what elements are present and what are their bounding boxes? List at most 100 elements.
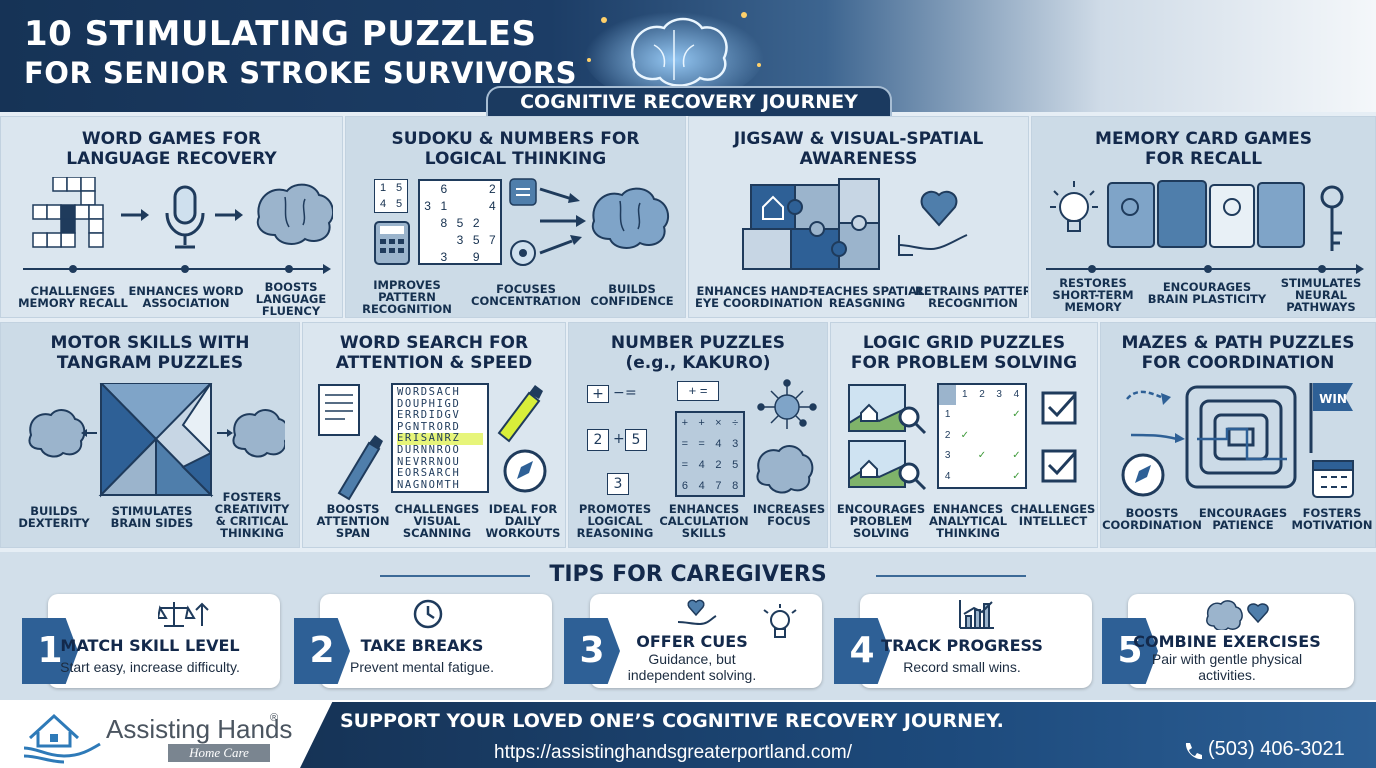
picture-illustration: [848, 384, 927, 491]
kakuro-top-clue: + =: [677, 381, 719, 401]
checkbox-illustration: [1041, 391, 1077, 483]
tip-number: 4: [834, 618, 890, 684]
panel-title: NUMBER PUZZLES(e.g., KAKURO): [610, 333, 786, 373]
tip-number: 1: [22, 618, 78, 684]
picture-icon: [848, 384, 906, 432]
word-search-right-illustration: [497, 385, 547, 493]
tip-card-5: 5 COMBINE EXERCISES Pair with gentle phy…: [1102, 594, 1364, 688]
tip-number: 5: [1102, 618, 1158, 684]
maze-illustration: [1121, 383, 1354, 498]
calendar-icon: [1312, 460, 1354, 498]
flag-icon: [1309, 383, 1353, 453]
caption-enhances-hand-eye: ENHANCES HAND-EYE COORDINATION: [695, 284, 823, 310]
kakuro-equation-symbols: + − = 2 + 5 3: [583, 385, 647, 497]
document-icon: [318, 384, 360, 436]
tip-text: Prevent mental fatigue.: [350, 659, 494, 675]
page-title-line-2: FOR SENIOR STROKE SURVIVORS: [24, 56, 578, 90]
tips-divider-left: [380, 575, 530, 577]
tip-text-line-1: Guidance, but: [648, 651, 736, 667]
tip-number: 2: [294, 618, 350, 684]
lightbulb-icon: [1050, 181, 1098, 232]
logo-subtitle: Home Care: [168, 744, 270, 762]
maze-icon: [1185, 385, 1297, 489]
tip-text-line-1: Pair with gentle physical: [1151, 651, 1303, 667]
magnifier-icon: [898, 406, 927, 491]
crossword-icon: [32, 177, 104, 248]
tip-card-4: 4 TRACK PROGRESS Record small wins.: [834, 594, 1096, 688]
sudoku-right-illustration: [509, 178, 670, 266]
highlighter-icon: [337, 435, 383, 501]
jigsaw-illustration: [742, 178, 968, 270]
footer-phone-link[interactable]: (503) 406-3021: [1208, 738, 1345, 760]
tip-card-2: 2 TAKE BREAKS Prevent mental fatigue.: [294, 594, 556, 688]
kakuro-right-illustration: [756, 379, 817, 494]
hand-heart-icon: [677, 599, 717, 626]
tip-card-3: 3 OFFER CUES Guidance, but independent s…: [564, 594, 826, 688]
compass-icon: [503, 449, 547, 493]
tip-number: 3: [564, 618, 620, 684]
heart-hand-icon: [898, 190, 968, 256]
lightbulb-icon: [763, 604, 797, 638]
microphone-icon: [165, 185, 205, 249]
chart-icon: [959, 600, 994, 629]
tangram-icon: [98, 383, 214, 498]
tip-title: TAKE BREAKS: [360, 636, 484, 655]
footer-url-link[interactable]: https://assistinghandsgreaterportland.co…: [494, 742, 853, 763]
win-flag-label: WIN: [1319, 392, 1347, 406]
page-title-line-1: 10 STIMULATING PUZZLES: [24, 14, 537, 54]
tip-title: MATCH SKILL LEVEL: [60, 636, 240, 655]
card-icon: [1107, 180, 1305, 248]
phone-icon: [1185, 743, 1202, 760]
document-pen-illustration: [318, 384, 383, 501]
tip-text-line-2: activities.: [1198, 667, 1256, 683]
crossword-illustration: [23, 177, 333, 274]
logo-registered-mark: ®: [270, 712, 279, 724]
logo-name: Assisting Hands: [106, 714, 293, 744]
key-icon: [1320, 185, 1344, 251]
memory-card-illustration: [1046, 180, 1364, 274]
tangram-illustration: [28, 383, 285, 498]
panel-kakuro: NUMBER PUZZLES(e.g., KAKURO) + − = 2 + 5…: [568, 322, 828, 548]
tip-text-line-2: independent solving.: [627, 667, 757, 683]
jigsaw-icon: [742, 178, 880, 270]
tip-title: COMBINE EXERCISES: [1133, 632, 1321, 651]
highlighter-icon: [497, 385, 543, 443]
